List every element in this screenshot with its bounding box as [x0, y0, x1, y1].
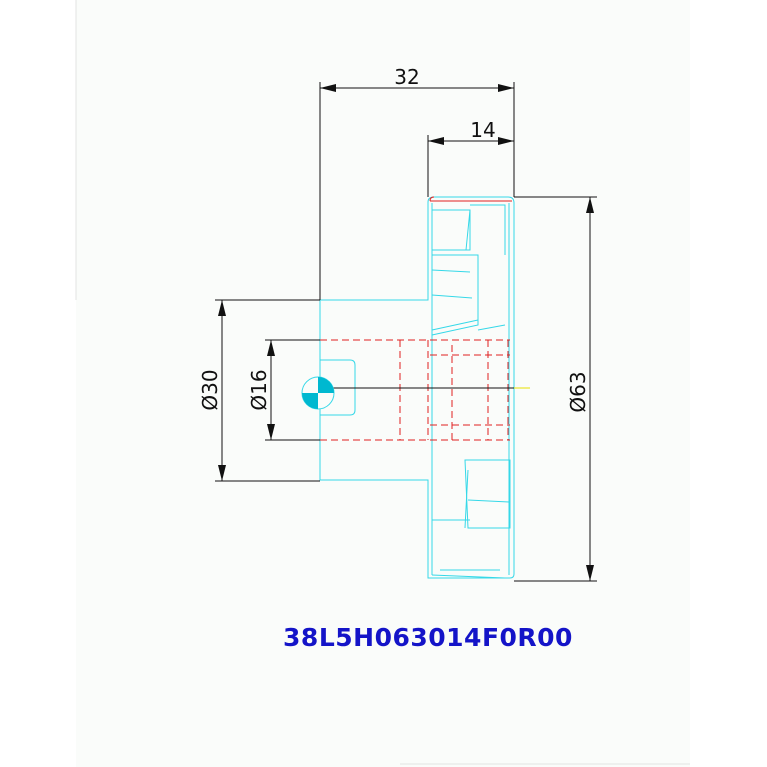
dim-bore-diameter: Ø16	[247, 369, 271, 410]
dim-hub-diameter: Ø30	[198, 369, 222, 410]
part-number: 38L5H063014F0R00	[283, 623, 573, 652]
hidden-lines	[320, 196, 512, 441]
dim-outer-diameter: Ø63	[566, 371, 590, 412]
dim-overall-length: 32	[394, 65, 419, 89]
dimensions	[215, 82, 597, 582]
dim-gear-width: 14	[470, 118, 495, 142]
center-mark	[301, 376, 335, 410]
